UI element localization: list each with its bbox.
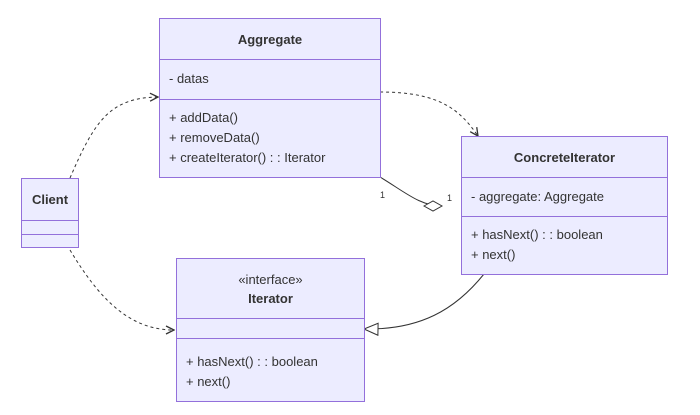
multiplicity-concreteiterator: 1 bbox=[447, 193, 453, 203]
class-name: Aggregate bbox=[237, 31, 303, 47]
class-name: Iterator bbox=[248, 290, 293, 306]
method: + hasNext() : : boolean bbox=[186, 354, 318, 369]
method: + next() bbox=[471, 247, 516, 262]
edge-aggregation bbox=[379, 176, 442, 206]
multiplicity-aggregate: 1 bbox=[380, 190, 386, 200]
class-name: ConcreteIterator bbox=[513, 149, 616, 165]
class-stereotype: «interface» bbox=[238, 271, 303, 287]
attribute: - aggregate: Aggregate bbox=[471, 189, 604, 204]
class-header: ConcreteIterator bbox=[462, 137, 667, 178]
attributes-section bbox=[22, 221, 78, 235]
class-header: «interface» Iterator bbox=[177, 259, 364, 319]
methods-section: + hasNext() : : boolean + next() bbox=[462, 217, 667, 265]
edge-aggregate-concreteiterator bbox=[379, 91, 478, 136]
methods-section bbox=[22, 235, 78, 247]
edge-realization bbox=[364, 273, 485, 329]
class-name: Client bbox=[31, 192, 69, 207]
edge-client-iterator bbox=[69, 249, 174, 330]
methods-section: + addData() + removeData() + createItera… bbox=[160, 100, 380, 168]
method: + next() bbox=[186, 374, 231, 389]
method: + removeData() bbox=[169, 130, 260, 145]
methods-section: + hasNext() : : boolean + next() bbox=[177, 339, 364, 392]
method: + addData() bbox=[169, 110, 239, 125]
class-aggregate[interactable]: Aggregate - datas + addData() + removeDa… bbox=[159, 18, 381, 178]
method: + createIterator() : : Iterator bbox=[169, 150, 326, 165]
method: + hasNext() : : boolean bbox=[471, 227, 603, 242]
class-header: Aggregate bbox=[160, 19, 380, 60]
edge-client-aggregate bbox=[69, 97, 158, 179]
class-concreteiterator[interactable]: ConcreteIterator - aggregate: Aggregate … bbox=[461, 136, 668, 275]
attributes-section: - datas bbox=[160, 60, 380, 100]
class-iterator[interactable]: «interface» Iterator + hasNext() : : boo… bbox=[176, 258, 365, 402]
attributes-section: - aggregate: Aggregate bbox=[462, 178, 667, 217]
class-client[interactable]: Client bbox=[21, 178, 79, 248]
attribute: - datas bbox=[169, 71, 209, 86]
attributes-section bbox=[177, 319, 364, 339]
class-header: Client bbox=[22, 179, 78, 221]
